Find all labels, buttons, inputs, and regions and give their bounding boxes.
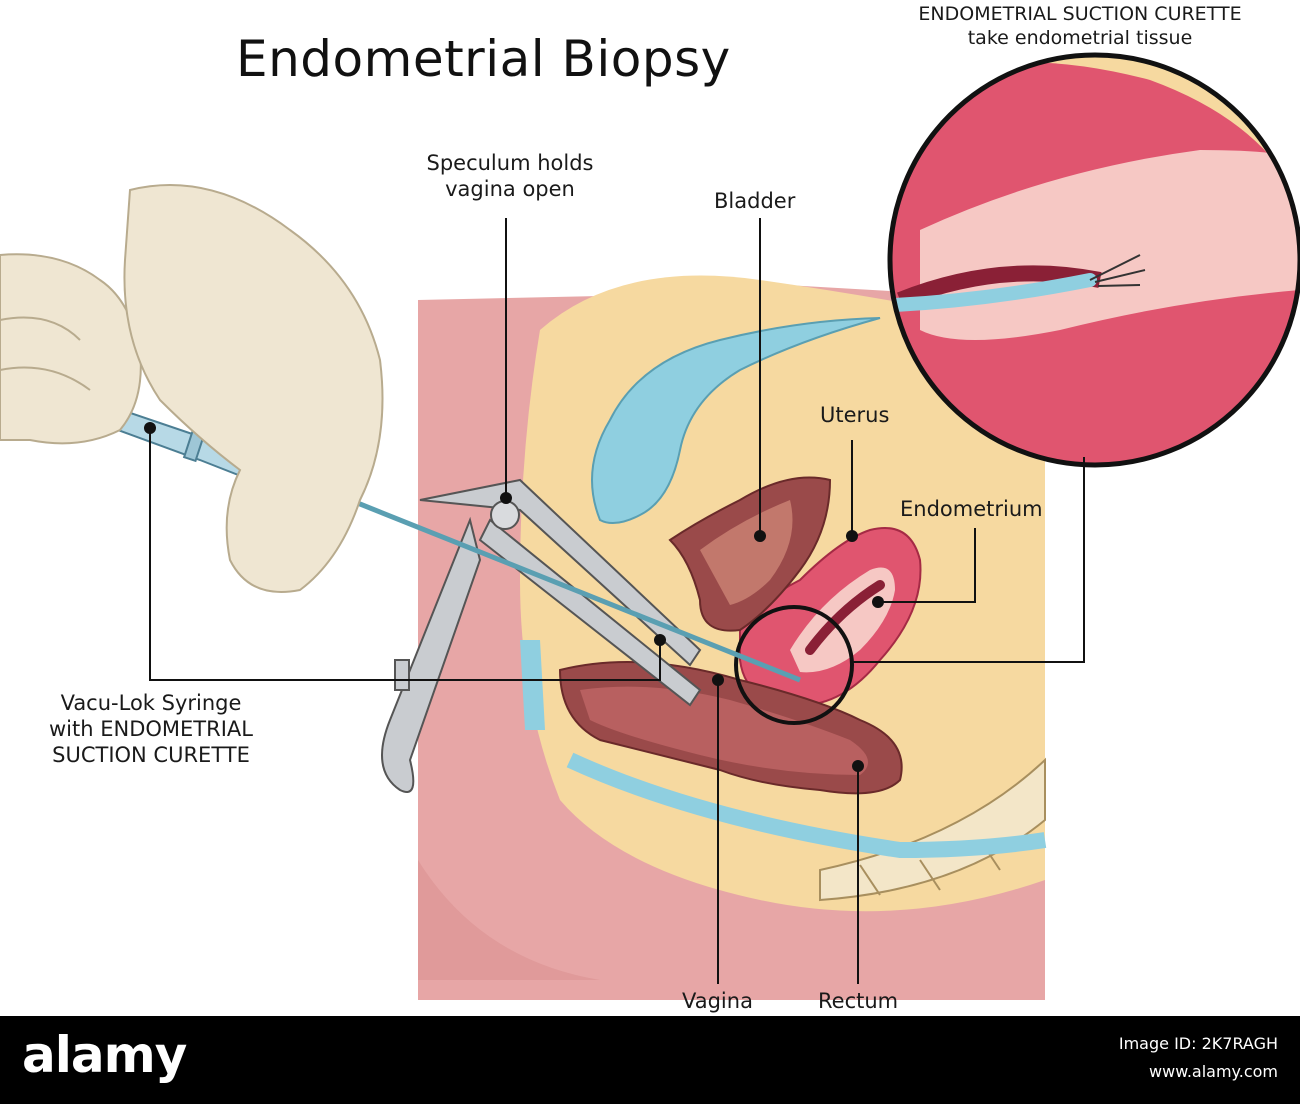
gloved-hands bbox=[0, 184, 384, 593]
page-title: Endometrial Biopsy bbox=[236, 30, 731, 88]
bladder-organ bbox=[591, 317, 881, 525]
inset-label-line1: ENDOMETRIAL SUCTION CURETTE bbox=[918, 3, 1242, 25]
endometrium-label: Endometrium bbox=[900, 497, 1043, 521]
inset-magnified-view bbox=[887, 52, 1300, 468]
inset-label: ENDOMETRIAL SUCTION CURETTE take endomet… bbox=[860, 2, 1300, 50]
rectum-organ bbox=[558, 661, 903, 795]
syringe-label-line2: with ENDOMETRIAL bbox=[49, 717, 253, 741]
uterus-label: Uterus bbox=[820, 403, 890, 427]
endometrium-leader bbox=[878, 528, 976, 603]
anatomy-illustration bbox=[0, 52, 1300, 1000]
syringe-label: Vacu-Lok Syringe with ENDOMETRIAL SUCTIO… bbox=[22, 690, 280, 768]
speculum-label: Speculum holds vagina open bbox=[412, 150, 608, 202]
syringe-label-line3: SUCTION CURETTE bbox=[52, 743, 250, 767]
syringe-leader bbox=[149, 428, 661, 681]
inset-label-line2: take endometrial tissue bbox=[967, 27, 1193, 49]
bladder-wall bbox=[668, 476, 832, 632]
speculum-label-line1: Speculum holds bbox=[426, 151, 594, 175]
leader-lines bbox=[149, 218, 1085, 984]
bladder-label: Bladder bbox=[714, 189, 796, 213]
vagina-label: Vagina bbox=[682, 989, 753, 1013]
syringe-label-line1: Vacu-Lok Syringe bbox=[60, 691, 242, 715]
speculum-label-line2: vagina open bbox=[445, 177, 575, 201]
inset-leader bbox=[852, 457, 1085, 663]
rectum-label: Rectum bbox=[818, 989, 899, 1013]
image-id: Image ID: 2K7RAGH bbox=[1118, 1034, 1278, 1053]
speculum bbox=[381, 478, 702, 793]
leader-dots bbox=[144, 422, 884, 772]
site-url: www.alamy.com bbox=[1149, 1062, 1278, 1081]
brand-logo: alamy bbox=[22, 1026, 187, 1084]
zoom-circle bbox=[734, 605, 854, 725]
footer-bar bbox=[0, 1016, 1300, 1104]
